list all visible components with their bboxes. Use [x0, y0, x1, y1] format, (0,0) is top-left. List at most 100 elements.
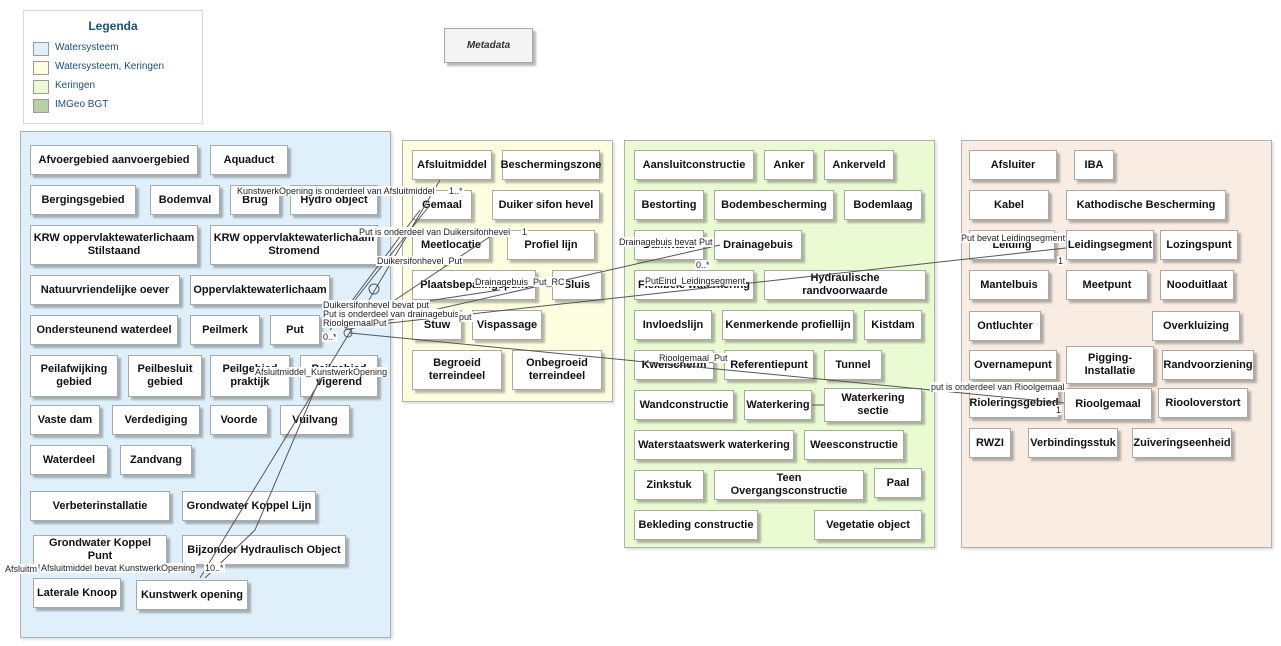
class-box[interactable]: Peilbesluit gebied [128, 355, 202, 397]
legend-swatch [33, 80, 49, 94]
class-box[interactable]: Kistdam [864, 310, 922, 340]
class-box[interactable]: Waterdeel [30, 445, 108, 475]
connector-label: Duikersifonhevel bevat put [322, 300, 431, 310]
class-box[interactable]: Put [270, 315, 320, 345]
class-box[interactable]: Afvoergebied aanvoergebied [30, 145, 198, 175]
class-box[interactable]: Vuilvang [280, 405, 350, 435]
connector-label: Rioolgemaal_Put [658, 353, 729, 363]
class-box[interactable]: RWZI [969, 428, 1011, 458]
legend-label: Watersysteem, Keringen [55, 61, 165, 72]
class-box[interactable]: Kenmerkende profiellijn [722, 310, 854, 340]
class-box[interactable]: Afsluiter [969, 150, 1057, 180]
class-box[interactable]: IBA [1074, 150, 1114, 180]
class-box[interactable]: Lozingspunt [1160, 230, 1238, 260]
class-box[interactable]: Ankerveld [824, 150, 894, 180]
legend-swatch [33, 61, 49, 75]
connector-multiplicity: 1 [1055, 405, 1063, 415]
class-box[interactable]: Verbeterinstallatie [30, 491, 170, 521]
class-box[interactable]: Vispassage [472, 310, 542, 340]
class-box[interactable]: Overnamepunt [969, 350, 1057, 380]
class-box[interactable]: Peilmerk [190, 315, 260, 345]
class-box[interactable]: Nooduitlaat [1160, 270, 1234, 300]
class-box[interactable]: Zinkstuk [634, 470, 704, 500]
class-box[interactable]: Bergingsgebied [30, 185, 136, 215]
legend-swatch [33, 42, 49, 56]
class-box[interactable]: Bestorting [634, 190, 704, 220]
class-box[interactable]: Bodemval [150, 185, 220, 215]
class-box[interactable]: Kathodische Bescherming [1066, 190, 1226, 220]
class-box[interactable]: Peilafwijking gebied [30, 355, 118, 397]
class-box[interactable]: Overkluizing [1152, 311, 1240, 341]
connector-label: Afsluitmiddel_KunstwerkOpening [254, 367, 389, 377]
class-box[interactable]: Meetpunt [1066, 270, 1148, 300]
connector-label: Afsluitm [4, 564, 39, 574]
legend-swatch [33, 99, 49, 113]
class-box[interactable]: Begroeid terreindeel [412, 350, 502, 390]
class-box[interactable]: Bekleding constructie [634, 510, 758, 540]
class-box[interactable]: Randvoorziening [1162, 350, 1254, 380]
class-box[interactable]: Vegetatie object [814, 510, 922, 540]
class-box[interactable]: Natuurvriendelijke oever [30, 275, 180, 305]
class-box[interactable]: Hydraulische randvoorwaarde [764, 270, 926, 300]
class-box[interactable]: Rioolgemaal [1064, 388, 1152, 420]
class-box[interactable]: Oppervlaktewaterlichaam [190, 275, 330, 305]
class-box[interactable]: Grondwater Koppel Lijn [182, 491, 316, 521]
legend-label: IMGeo BGT [55, 99, 109, 110]
class-box[interactable]: Invloedslijn [634, 310, 712, 340]
class-box[interactable]: Aansluitconstructie [634, 150, 754, 180]
connector-multiplicity: 0..* [695, 260, 711, 270]
connector-label: Put is onderdeel van Duikersifonhevel [358, 227, 512, 237]
class-box[interactable]: Wandconstructie [634, 390, 734, 420]
class-box[interactable]: Onbegroeid terreindeel [512, 350, 602, 390]
class-box[interactable]: Voorde [210, 405, 268, 435]
class-box[interactable]: Aquaduct [210, 145, 288, 175]
connector-multiplicity: 0..* [322, 332, 338, 342]
class-box[interactable]: Verdediging [112, 405, 200, 435]
connector-label: RioolgemaalPut [322, 318, 388, 328]
class-box[interactable]: Rioleringsgebied [969, 388, 1059, 418]
class-box[interactable]: Kunstwerk opening [136, 580, 248, 610]
class-box[interactable]: Ondersteunend waterdeel [30, 315, 178, 345]
class-box[interactable]: Mantelbuis [969, 270, 1049, 300]
connector-multiplicity: 1..* [448, 186, 464, 196]
class-box[interactable]: Anker [764, 150, 814, 180]
class-box[interactable]: Afsluitmiddel [412, 150, 492, 180]
class-box[interactable]: Paal [874, 468, 922, 498]
class-box[interactable]: Zandvang [120, 445, 192, 475]
connector-multiplicity: 10..* [204, 563, 225, 573]
class-box[interactable]: KRW oppervlaktewaterlichaam Stromend [210, 225, 378, 265]
metadata-box[interactable]: Metadata [444, 28, 533, 63]
class-box[interactable]: Zuiveringseenheid [1132, 428, 1232, 458]
class-box[interactable]: Bodembescherming [714, 190, 834, 220]
class-box[interactable]: Pigging-Installatie [1066, 346, 1154, 384]
connector-label: Afsluitmiddel bevat KunstwerkOpening [40, 563, 197, 573]
class-box[interactable]: Weesconstructie [804, 430, 904, 460]
class-box[interactable]: Kabel [969, 190, 1049, 220]
class-box[interactable]: Ontluchter [969, 311, 1041, 341]
class-box[interactable]: Verbindingsstuk [1028, 428, 1118, 458]
legend-title: Legenda [88, 19, 138, 33]
class-box[interactable]: Duiker sifon hevel [492, 190, 600, 220]
class-box[interactable]: Bijzonder Hydraulisch Object [182, 535, 346, 565]
legend: Legenda Watersysteem Watersysteem, Kerin… [23, 10, 203, 124]
connector-multiplicity: 1 [1057, 256, 1065, 266]
class-box[interactable]: Waterkering [744, 390, 812, 420]
class-box[interactable]: Grondwater Koppel Punt [33, 535, 167, 565]
class-box[interactable]: Teen Overgangsconstructie [714, 470, 864, 500]
class-box[interactable]: Riooloverstort [1158, 388, 1248, 418]
legend-label: Keringen [55, 80, 96, 91]
class-box[interactable]: Drainagebuis [714, 230, 802, 260]
class-box[interactable]: Waterstaatswerk waterkering [634, 430, 794, 460]
class-box[interactable]: Bodemlaag [844, 190, 922, 220]
class-box[interactable]: KRW oppervlaktewaterlichaam Stilstaand [30, 225, 198, 265]
connector-multiplicity: 1 [521, 227, 529, 237]
connector-label: Put bevat Leidingsegment [960, 233, 1067, 243]
class-box[interactable]: Referentiepunt [724, 350, 814, 380]
connector-label: Drainagebuis_Put_RC [474, 277, 566, 287]
class-box[interactable]: Beschermingszone [501, 150, 601, 180]
class-box[interactable]: Vaste dam [30, 405, 100, 435]
class-box[interactable]: Tunnel [824, 350, 882, 380]
class-box[interactable]: Waterkering sectie [824, 388, 922, 422]
class-box[interactable]: Leidingsegment [1066, 230, 1154, 260]
class-box[interactable]: Laterale Knoop [33, 578, 121, 608]
